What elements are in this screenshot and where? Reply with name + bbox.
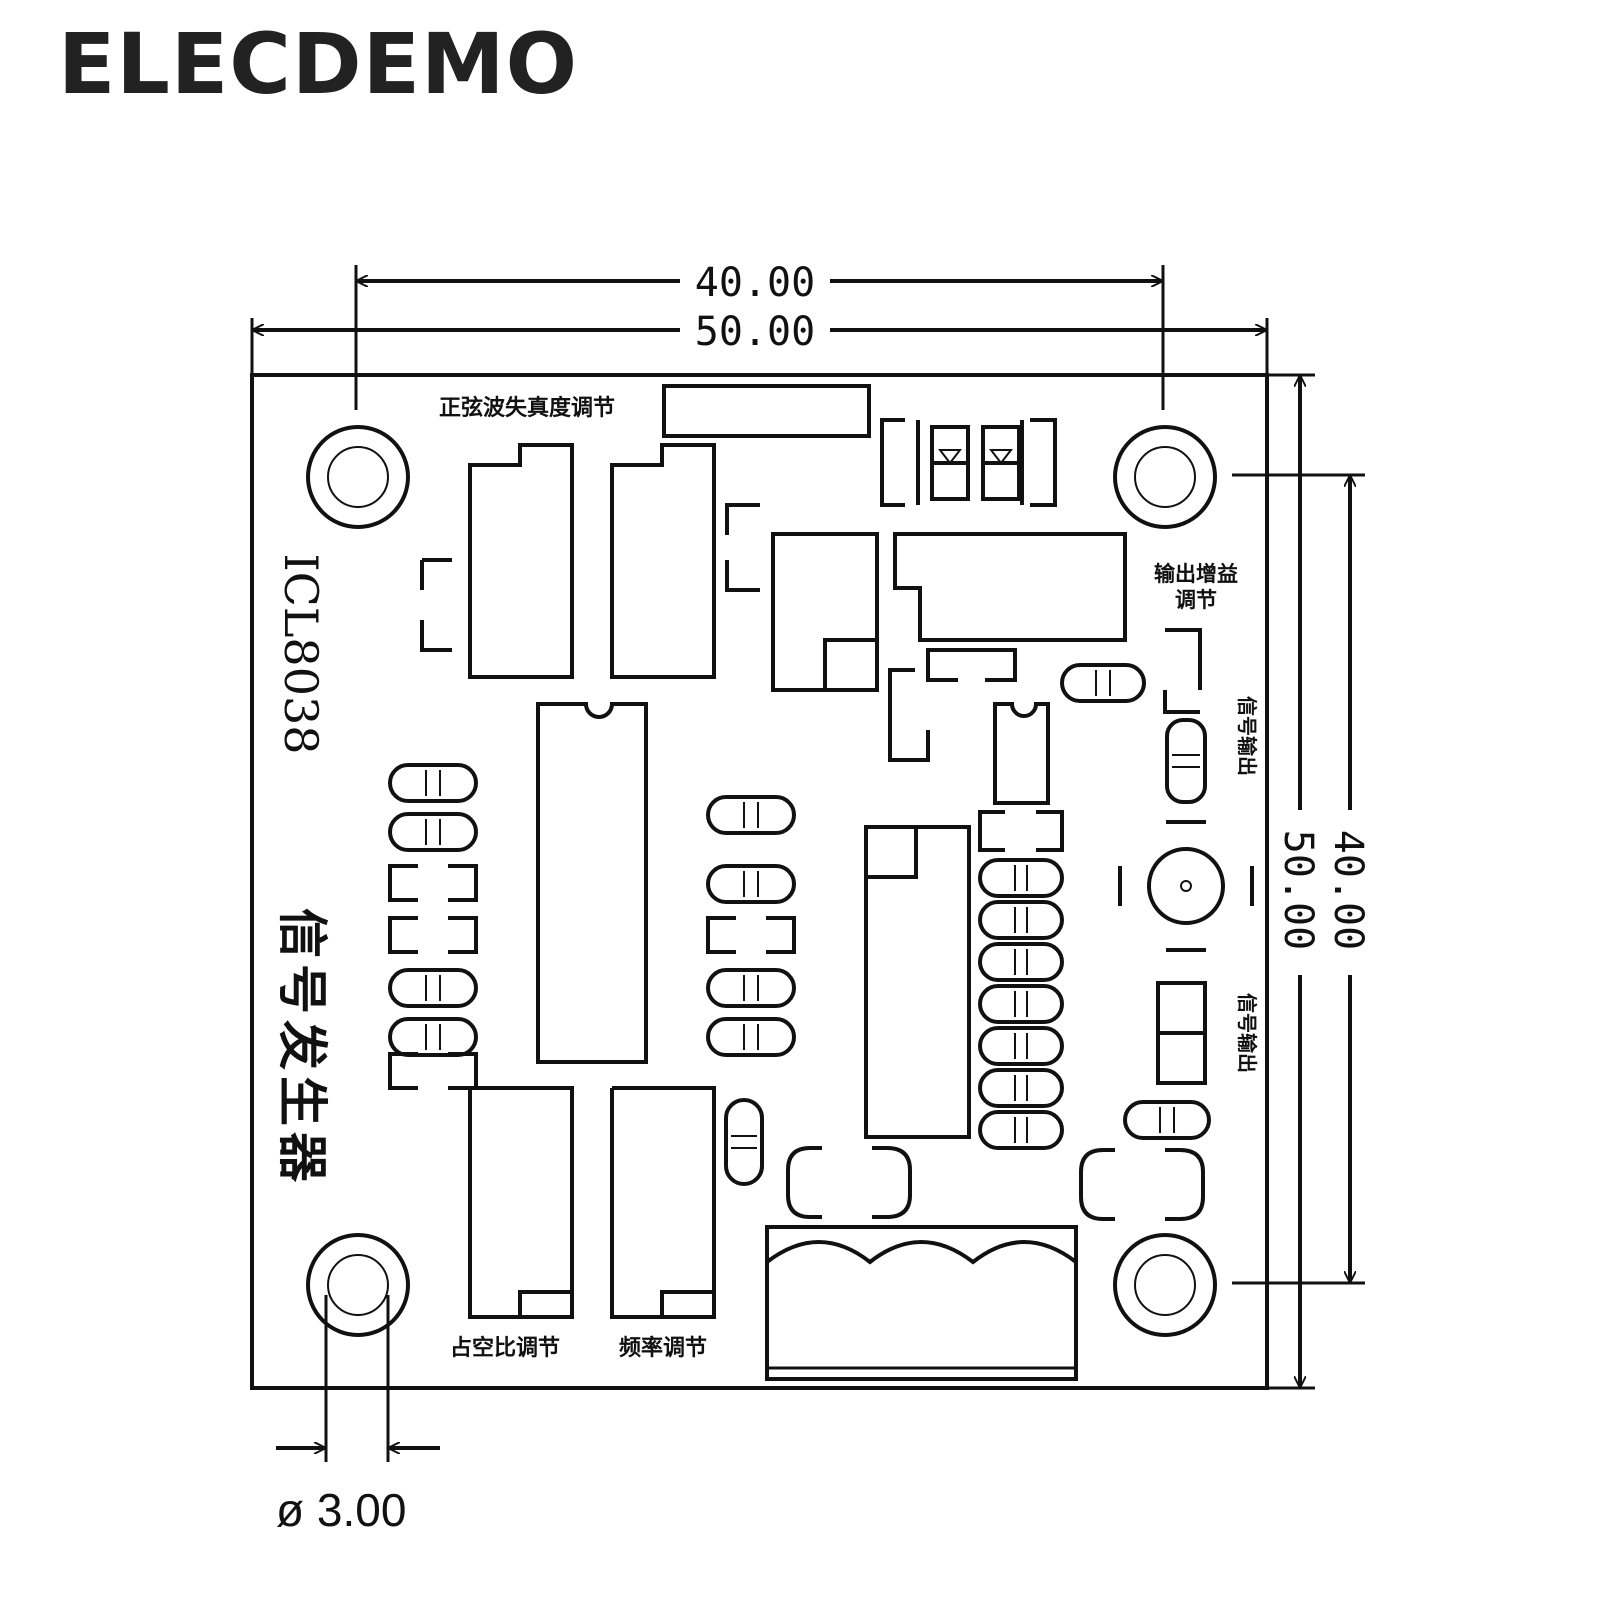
pad-output-1: [1163, 628, 1202, 714]
caps-middle-column: [706, 795, 796, 1057]
output-pin-header: [1156, 981, 1207, 1085]
pot-distortion-2: [610, 443, 716, 679]
bnc-output-connector: [1118, 820, 1254, 952]
ic-op-amp-tab: [864, 825, 918, 879]
power-terminal-block: [765, 1225, 1078, 1381]
dim-label-board-width: 50.00: [695, 309, 815, 355]
mounting-hole-bottom-right: [1113, 1233, 1217, 1337]
pot-distortion: [468, 443, 574, 679]
label-signal-output-top: 信号输出: [1235, 696, 1259, 776]
header-top: [662, 384, 871, 438]
dim-label-hole-spacing-v: 40.00: [1325, 830, 1371, 950]
pot-frequency: [610, 1086, 716, 1319]
label-signal-output-bottom: 信号输出: [1235, 993, 1259, 1073]
pad-c-left: [880, 418, 920, 507]
cap-oval-lower-right: [1123, 1100, 1211, 1140]
label-distortion-adjust: 正弦波失真度调节: [439, 395, 615, 421]
cap-large-right: [1079, 1148, 1205, 1221]
label-frequency-adjust: 频率调节: [619, 1335, 707, 1361]
board-title-vertical: 信号发生器: [273, 908, 331, 1188]
pot-output-gain: [893, 532, 1127, 642]
chip-label: ICL8038: [274, 554, 328, 755]
mounting-hole-top-right: [1113, 425, 1217, 529]
ic-small: [993, 702, 1050, 805]
board-outline: [250, 373, 1269, 1390]
cap-large-left: [786, 1146, 912, 1219]
dim-label-hole-spacing-h: 40.00: [695, 260, 815, 306]
led-pair: [930, 425, 1021, 501]
label-output-gain-1: 输出增益: [1154, 562, 1238, 586]
cap-small-3: [926, 648, 1017, 682]
brand-logo: ELECDEMO: [58, 15, 579, 113]
cap-oval-right: [1060, 663, 1146, 703]
pad-output-2: [1165, 718, 1207, 804]
cap-small-4: [888, 668, 930, 762]
dim-label-hole-diameter: ø 3.00: [276, 1484, 406, 1536]
cap-vertical-mid: [724, 1098, 764, 1186]
pot-duty-cycle: [468, 1086, 574, 1319]
cap-small-2: [420, 558, 452, 652]
label-duty-cycle-adjust: 占空比调节: [450, 1335, 560, 1361]
inductor-block-tab: [823, 638, 879, 692]
ic-icl8038: [536, 702, 648, 1064]
label-output-gain-2: 调节: [1175, 588, 1217, 612]
caps-left-column: [388, 763, 478, 1090]
mounting-hole-bottom-left: [306, 1233, 410, 1337]
dim-label-board-height: 50.00: [1275, 830, 1321, 950]
cap-small-1: [725, 503, 760, 592]
mounting-hole-top-left: [306, 425, 410, 529]
pad-c-right: [1020, 418, 1057, 507]
resistors-right-column: [978, 810, 1064, 1150]
